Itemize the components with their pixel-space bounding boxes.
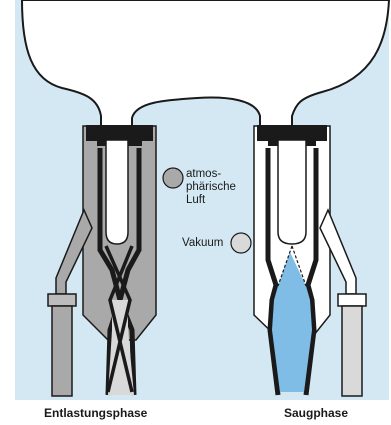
phase-caption-right: Saugphase [284,407,348,420]
atmospheric-air-label: atmos- phärische Luft [186,168,246,207]
atmospheric-air-label-line2: phärische [186,181,246,194]
teat-left [106,140,128,244]
atmospheric-air-swatch [163,168,183,188]
vacuum-label: Vakuum [182,237,223,250]
vacuum-swatch [231,233,251,253]
teat-right [278,140,306,244]
atmospheric-air-label-line3: Luft [186,194,246,207]
phase-caption-left: Entlastungsphase [44,407,147,420]
atmospheric-air-label-line1: atmos- [186,168,246,181]
